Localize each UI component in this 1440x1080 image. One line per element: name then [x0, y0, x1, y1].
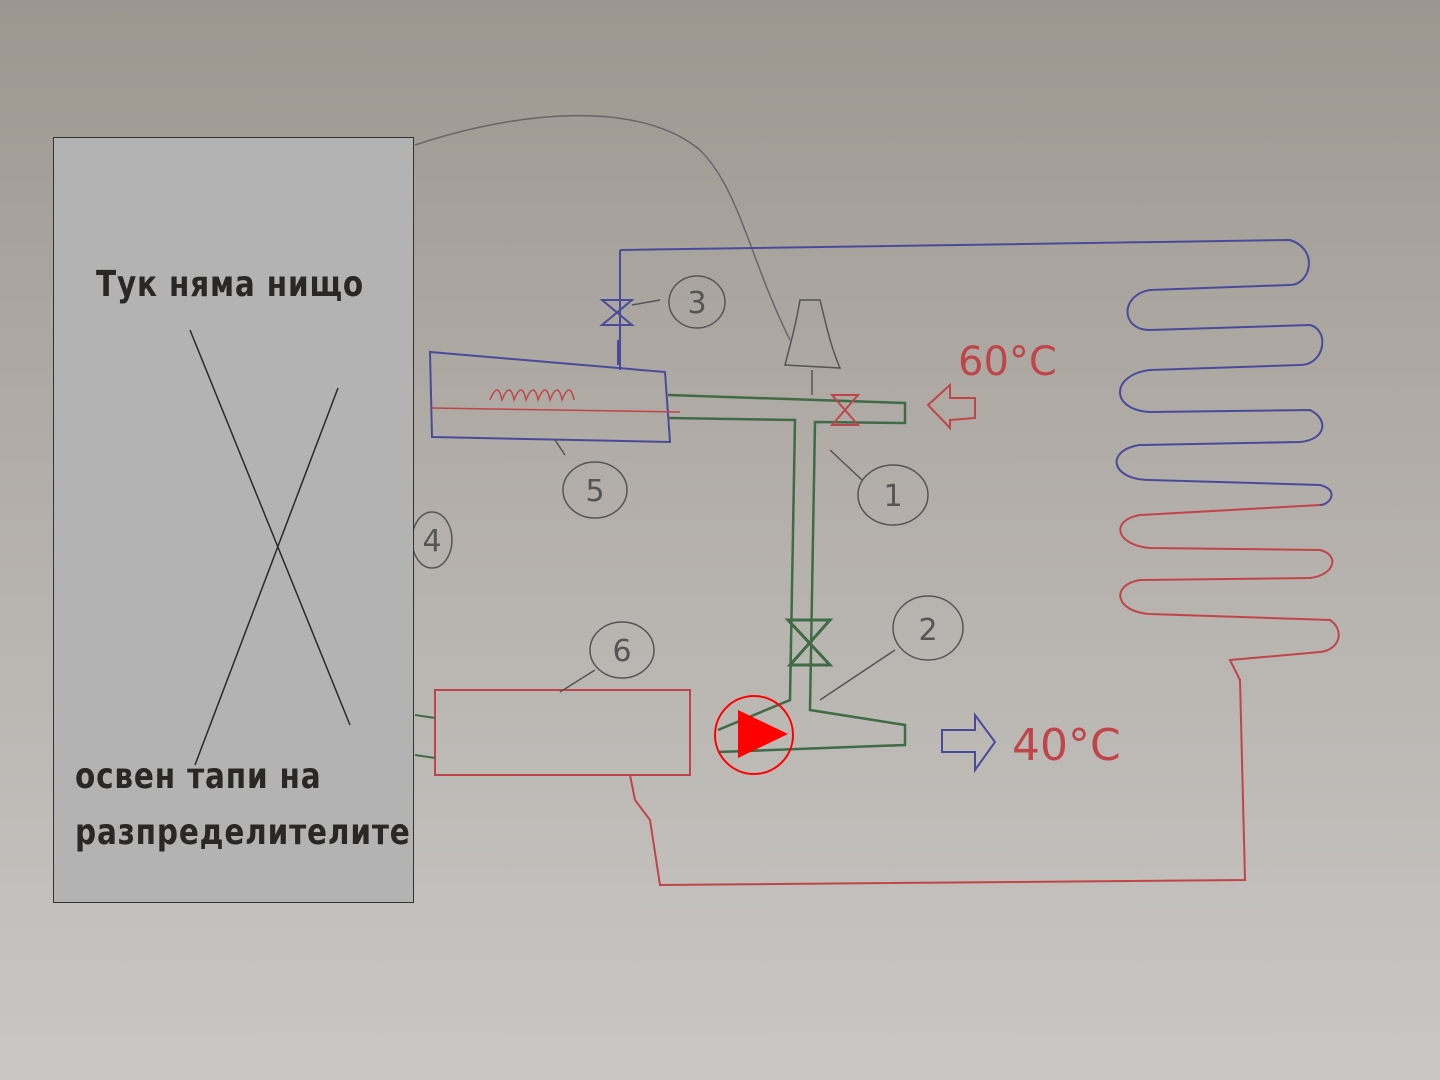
- marker-2: 2: [918, 613, 937, 648]
- overlay-top-text: Тук няма нищо: [96, 264, 365, 305]
- marker-6-circle: [589, 621, 655, 679]
- valve-2: [784, 618, 834, 667]
- pump-play-button[interactable]: [713, 694, 797, 778]
- marker-1-circle: [857, 464, 929, 526]
- play-icon: [738, 710, 788, 758]
- thermostat: [784, 299, 842, 395]
- marker-3-circle: [668, 275, 726, 329]
- marker-3: 3: [687, 286, 706, 321]
- cold-outlet-arrow: [941, 711, 997, 774]
- heater-coil: [429, 389, 681, 413]
- sensor-wire: [414, 114, 791, 341]
- marker-2-circle: [892, 595, 964, 661]
- marker-1: 1: [883, 479, 902, 514]
- marker-5-circle: [562, 461, 628, 519]
- redaction-overlay: [53, 137, 414, 903]
- hot-temperature: 60°C: [958, 339, 1057, 385]
- overlay-bottom-line1: освен тапи на: [75, 756, 322, 797]
- hot-inlet-arrow: [926, 382, 976, 431]
- valve-3: [599, 299, 635, 365]
- cold-temperature: 40°C: [1012, 720, 1121, 771]
- valve-1: [829, 394, 861, 426]
- supply-pipe: [667, 393, 907, 754]
- marker-6: 6: [612, 634, 631, 669]
- overlay-bottom-line2: разпределителите: [75, 812, 411, 853]
- marker-4: 4: [422, 524, 441, 559]
- hot-coil-pipe: [629, 504, 1340, 887]
- marker-5: 5: [585, 474, 604, 509]
